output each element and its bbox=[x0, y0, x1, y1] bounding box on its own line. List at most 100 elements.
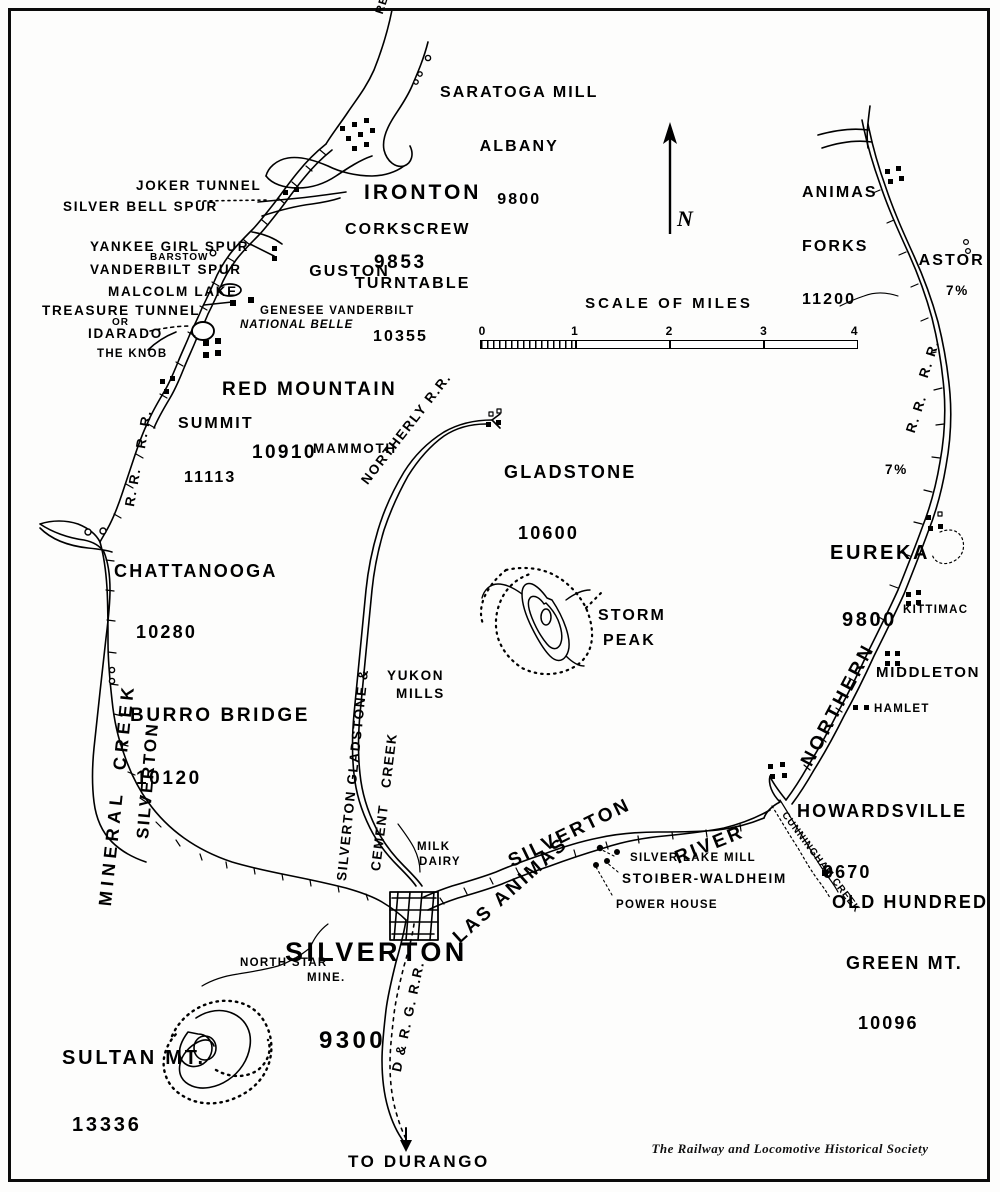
place-elev-green-mt: 10096 bbox=[858, 1013, 919, 1034]
label-peak: PEAK bbox=[603, 632, 656, 649]
milk-dairy-stream bbox=[397, 823, 421, 873]
label-idarado: IDARADO bbox=[88, 326, 163, 341]
malcolm-lake-shape bbox=[218, 283, 242, 297]
animas-river-upper bbox=[785, 119, 946, 801]
label-joker-tunnel: JOKER TUNNEL bbox=[136, 178, 262, 193]
silverton-northern-railroad bbox=[791, 123, 952, 805]
astor-side-creek bbox=[839, 292, 899, 307]
place-name-sultan-mt: SULTAN MT. bbox=[62, 1046, 206, 1069]
drg-railroad bbox=[381, 919, 407, 1143]
place-label-astor: ASTOR bbox=[893, 234, 985, 288]
scale-bar-tick-1 bbox=[575, 341, 577, 348]
place-name-summit: SUMMIT bbox=[178, 414, 254, 432]
place-name-saratoga: SARATOGA MILL bbox=[440, 83, 599, 101]
red-mountain-wye bbox=[191, 321, 215, 341]
scale-bar-hatching bbox=[481, 341, 575, 348]
place-name-old-hundred: OLD HUNDRED bbox=[832, 892, 989, 913]
storm-peak-ridge bbox=[481, 583, 591, 667]
place-elev-red-mountain: 10910 bbox=[252, 442, 317, 464]
label-milk: MILK bbox=[417, 841, 451, 853]
compass-rose bbox=[648, 122, 692, 234]
place-name-burro-bridge: BURRO BRIDGE bbox=[130, 704, 311, 726]
place-name-chattanooga: CHATTANOOGA bbox=[114, 561, 278, 582]
label-national-belle: NATIONAL BELLE bbox=[240, 319, 354, 331]
idarado-line bbox=[149, 325, 191, 332]
place-elev-animas-forks: 11200 bbox=[802, 291, 857, 309]
animas-forks-branch-a bbox=[817, 128, 869, 136]
scale-of-miles: SCALE OF MILES 0 1 2 3 4 bbox=[479, 295, 858, 349]
sultan-mountain-dotted-inner bbox=[214, 1038, 271, 1078]
label-yankee-girl-spur: YANKEE GIRL SPUR bbox=[90, 239, 250, 254]
label-hamlet: HAMLET bbox=[874, 703, 930, 715]
place-label-silverton: SILVERTON 9300 bbox=[285, 877, 468, 1116]
label-middleton: MIDDLETON bbox=[876, 664, 981, 681]
place-label-red-mountain: RED MOUNTAIN 10910 bbox=[222, 336, 397, 506]
sultan-mountain-contours bbox=[178, 1009, 252, 1089]
label-north-star-mine: MINE. bbox=[307, 972, 346, 984]
label-grade-7-percent-bottom: 7% bbox=[885, 462, 908, 477]
scale-tick-2: 2 bbox=[665, 324, 673, 338]
label-to-durango: TO DURANGO bbox=[348, 1152, 490, 1171]
label-stoiber-waldheim: STOIBER-WALDHEIM bbox=[622, 871, 787, 886]
place-elev-gladstone: 10600 bbox=[518, 522, 580, 543]
callout-leaders bbox=[595, 848, 619, 896]
cunningham-creek-branch bbox=[779, 799, 839, 893]
place-elev-ironton: 9853 bbox=[374, 251, 427, 273]
joker-tunnel-line bbox=[257, 191, 347, 203]
scale-tick-3: 3 bbox=[760, 324, 767, 338]
scale-bar bbox=[480, 340, 858, 349]
place-elev-eureka: 9800 bbox=[842, 608, 897, 631]
drg-railroad-2 bbox=[389, 923, 415, 1143]
label-storm: STORM bbox=[598, 607, 666, 624]
place-name-animas-forks: ANIMAS bbox=[802, 183, 878, 201]
place-label-ironton: IRONTON 9853 bbox=[364, 134, 481, 320]
north-star-mine-road bbox=[201, 947, 311, 987]
place-elev-sultan-mt: 13336 bbox=[72, 1113, 142, 1136]
scale-bar-tick-3 bbox=[763, 341, 765, 348]
place-name-red-mountain: RED MOUNTAIN bbox=[222, 378, 398, 400]
place-elev-burro-bridge: 10120 bbox=[136, 768, 202, 790]
place-label-gladstone: GLADSTONE 10600 bbox=[504, 422, 636, 583]
place-elev-howardsville: 9670 bbox=[823, 861, 872, 882]
place-elev-saratoga: 9800 bbox=[497, 191, 542, 209]
railroad-tie-marks bbox=[105, 149, 945, 905]
label-barstow: BARSTOW bbox=[150, 252, 209, 263]
label-dairy: DAIRY bbox=[419, 856, 461, 868]
label-kittimac: KITTIMAC bbox=[903, 604, 969, 616]
compass-needle-icon bbox=[663, 122, 677, 234]
place-label-eureka: EUREKA 9800 bbox=[830, 497, 930, 676]
map-credit: The Railway and Locomotive Historical So… bbox=[620, 1100, 960, 1192]
label-mills: MILLS bbox=[396, 686, 445, 701]
animas-forks-branch-b bbox=[821, 140, 873, 149]
ironton-park-outline bbox=[265, 156, 405, 177]
label-the-knob: THE KNOB bbox=[97, 348, 168, 360]
place-name-howardsville: HOWARDSVILLE bbox=[797, 801, 968, 822]
label-mammoth: MAMMOTH bbox=[313, 441, 397, 456]
credit-society: The Railway and Locomotive Historical So… bbox=[651, 1141, 929, 1156]
scale-tick-4: 4 bbox=[850, 324, 858, 338]
storm-peak-dotted-outline bbox=[494, 566, 594, 676]
place-label-howardsville: HOWARDSVILLE 9670 bbox=[797, 761, 967, 922]
red-mountain-creek-stream bbox=[325, 9, 393, 145]
place-name-corkscrew: CORKSCREW bbox=[345, 220, 471, 238]
label-power-house: POWER HOUSE bbox=[616, 899, 718, 911]
ironton-park-lower bbox=[265, 155, 373, 189]
knob-line bbox=[147, 331, 177, 351]
sultan-mountain-dotted-outline bbox=[162, 999, 273, 1105]
silverton-town-grid bbox=[389, 891, 439, 941]
place-label-sultan-mt: SULTAN MT. 13336 bbox=[62, 1002, 206, 1181]
place-sub-corkscrew: TURNTABLE bbox=[355, 274, 471, 292]
label-vanderbilt-spur: VANDERBILT SPUR bbox=[90, 262, 242, 277]
silver-bell-spur-line bbox=[197, 199, 269, 202]
place-elev-silverton: 9300 bbox=[319, 1027, 386, 1055]
label-yukon: YUKON bbox=[387, 668, 445, 683]
durango-arrow-head bbox=[400, 1140, 412, 1152]
treasure-tunnel-line bbox=[203, 301, 233, 306]
scale-tick-labels: 0 1 2 3 4 bbox=[479, 324, 858, 340]
scale-bar-tick-2 bbox=[669, 341, 671, 348]
label-silver-bell-spur: SILVER BELL SPUR bbox=[63, 199, 218, 214]
place-name-ironton: IRONTON bbox=[364, 181, 482, 205]
compass-north-letter: N bbox=[677, 205, 693, 231]
storm-peak-dotted-arm-1 bbox=[479, 568, 508, 628]
